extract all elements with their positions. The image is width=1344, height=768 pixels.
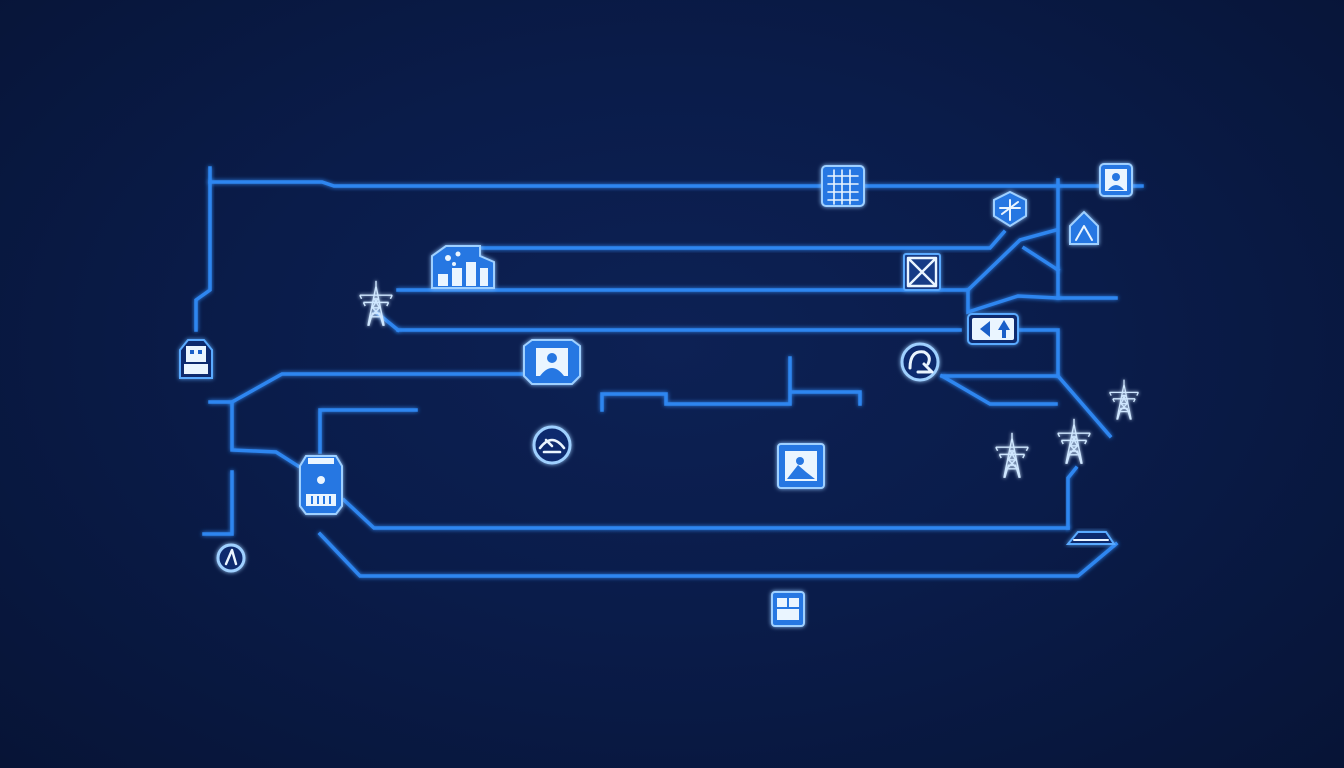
stepped-link-wire (600, 356, 862, 412)
robot-node[interactable] (179, 339, 213, 379)
person-terminal-node[interactable] (523, 339, 581, 385)
shield-node[interactable] (993, 190, 1027, 228)
recycle-node[interactable] (900, 342, 940, 382)
left-feeder-wire (194, 180, 212, 332)
person-bus-wire (229, 372, 526, 405)
building-icon (306, 458, 336, 506)
crossed-box-icon (906, 256, 938, 288)
recycle-bus-wire (940, 374, 1113, 439)
factory-icon (438, 251, 488, 286)
user-profile-node-top-right[interactable] (1099, 163, 1133, 197)
shield-icon (999, 199, 1021, 221)
direction-sign-node[interactable] (967, 313, 1019, 345)
right-diagonal-wire (1021, 245, 1061, 273)
second-bus-wire (480, 229, 1007, 250)
factory-node[interactable] (431, 245, 495, 289)
house-icon (1075, 225, 1093, 241)
transmission-tower-icon (1057, 418, 1091, 465)
gauge-icon (538, 438, 566, 454)
meter-icon (224, 548, 238, 566)
recycle-icon (908, 350, 934, 374)
transmission-tower-icon (1108, 378, 1140, 421)
building-left-wire (202, 470, 234, 536)
building-node[interactable] (299, 455, 343, 515)
transmission-tower-icon (995, 432, 1029, 479)
wire-network (194, 166, 1144, 592)
grid-panel-node[interactable] (821, 165, 865, 207)
box-icon (777, 598, 799, 620)
top-bus-wire (208, 166, 1144, 188)
landscape-icon (785, 451, 817, 481)
crossed-box-node[interactable] (903, 253, 941, 291)
user-profile-icon (1105, 169, 1127, 191)
building-feed-wire (318, 408, 418, 454)
recycle-lower-wire (939, 373, 1058, 406)
fourth-bus-wire (396, 328, 1060, 378)
substation-node[interactable] (1065, 531, 1116, 545)
house-node[interactable] (1069, 210, 1099, 245)
meter-node[interactable] (216, 543, 246, 573)
grid-panel-icon (827, 169, 859, 205)
landscape-node[interactable] (777, 443, 825, 489)
robot-icon (184, 346, 208, 374)
lower-bus-wire (341, 497, 1070, 530)
third-bus-wire (396, 227, 1059, 292)
gauge-node[interactable] (532, 425, 572, 465)
tower-right-drop-wire (1066, 465, 1079, 530)
box-node-bottom[interactable] (771, 591, 805, 627)
shield-link-wire (966, 288, 1060, 315)
person-icon (536, 348, 568, 376)
bottom-bus-wire (317, 531, 1119, 578)
arrows-sign-icon (980, 320, 1010, 338)
building-upper-wire (208, 400, 301, 469)
